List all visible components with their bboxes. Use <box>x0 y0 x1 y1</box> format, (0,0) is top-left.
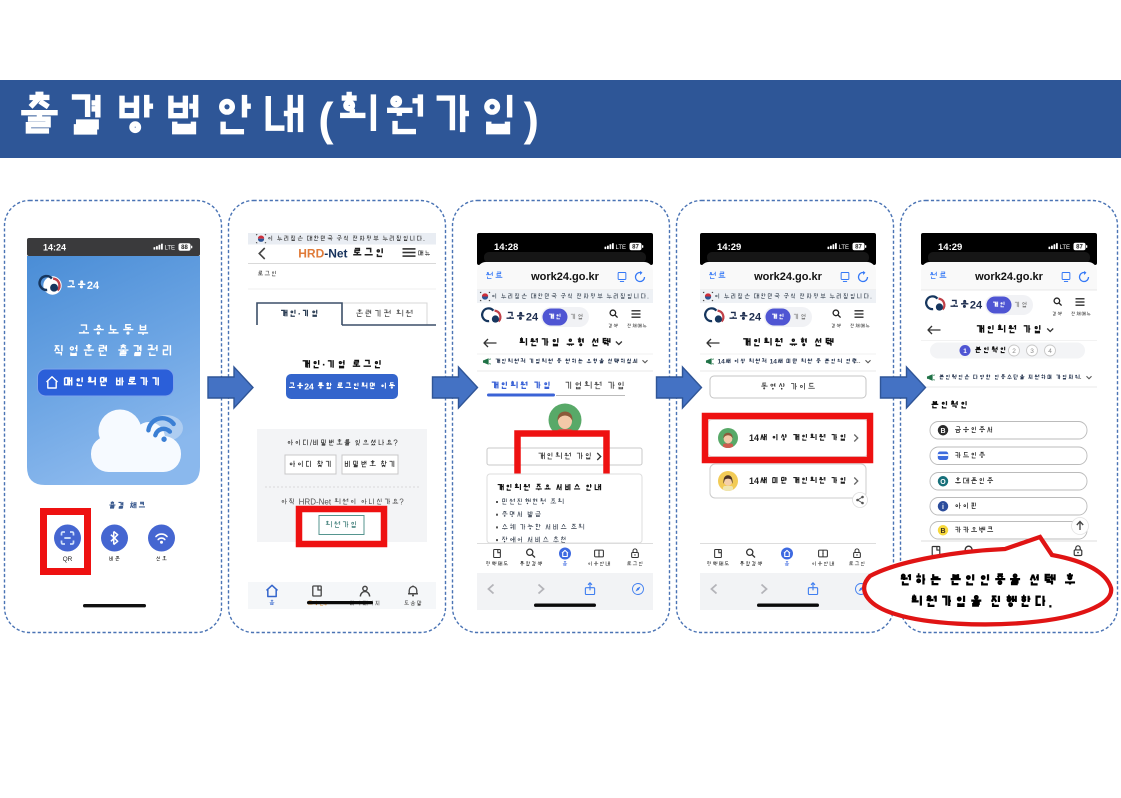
svg-text:14: 14 <box>770 359 778 366</box>
svg-text:.: . <box>1048 594 1052 611</box>
svg-text:(: ( <box>318 93 334 145</box>
svg-text:LTE: LTE <box>838 245 849 251</box>
svg-text:.: . <box>870 294 872 301</box>
svg-text:.: . <box>647 294 649 301</box>
svg-text:4: 4 <box>1048 348 1052 355</box>
svg-text:LTE: LTE <box>164 245 175 251</box>
svg-text:QR: QR <box>63 556 73 563</box>
svg-text:): ) <box>524 93 539 145</box>
svg-text:/: / <box>310 439 313 448</box>
svg-text:3: 3 <box>1030 348 1034 355</box>
svg-text:?: ? <box>399 498 404 507</box>
svg-text:LTE: LTE <box>1059 245 1070 251</box>
svg-text:i: i <box>942 504 944 511</box>
svg-text:24: 24 <box>749 312 762 324</box>
svg-text:work24.go.kr: work24.go.kr <box>974 271 1044 283</box>
svg-text:87: 87 <box>632 245 639 251</box>
svg-text:87: 87 <box>1076 245 1083 251</box>
svg-text:.: . <box>423 236 425 243</box>
svg-text:14: 14 <box>749 476 759 486</box>
svg-text:HRD-Net: HRD-Net <box>299 498 332 507</box>
svg-text:2: 2 <box>1012 348 1016 355</box>
svg-text:HRD: HRD <box>298 247 324 261</box>
svg-text:24: 24 <box>304 381 314 391</box>
svg-text:work24.go.kr: work24.go.kr <box>753 271 823 283</box>
svg-text:LTE: LTE <box>615 245 626 251</box>
svg-text:·: · <box>322 360 326 372</box>
svg-text:14:24: 14:24 <box>43 243 66 253</box>
svg-text:?: ? <box>393 439 398 448</box>
svg-text:B: B <box>940 428 945 435</box>
svg-text:O: O <box>940 479 946 486</box>
svg-text:24: 24 <box>87 280 100 292</box>
svg-text:14: 14 <box>749 433 759 443</box>
svg-text:14:29: 14:29 <box>938 242 962 253</box>
svg-text:24: 24 <box>526 312 539 324</box>
svg-text:1: 1 <box>963 348 967 355</box>
svg-text:14:28: 14:28 <box>494 242 518 253</box>
svg-text:-Net: -Net <box>324 247 347 261</box>
svg-text:·: · <box>298 309 301 320</box>
svg-text:work24.go.kr: work24.go.kr <box>530 271 600 283</box>
svg-text:87: 87 <box>855 245 862 251</box>
svg-text:24: 24 <box>970 300 983 312</box>
svg-text:14: 14 <box>718 359 726 366</box>
svg-text:B: B <box>940 528 945 535</box>
svg-text:14:29: 14:29 <box>717 242 741 253</box>
svg-text:88: 88 <box>181 245 188 251</box>
